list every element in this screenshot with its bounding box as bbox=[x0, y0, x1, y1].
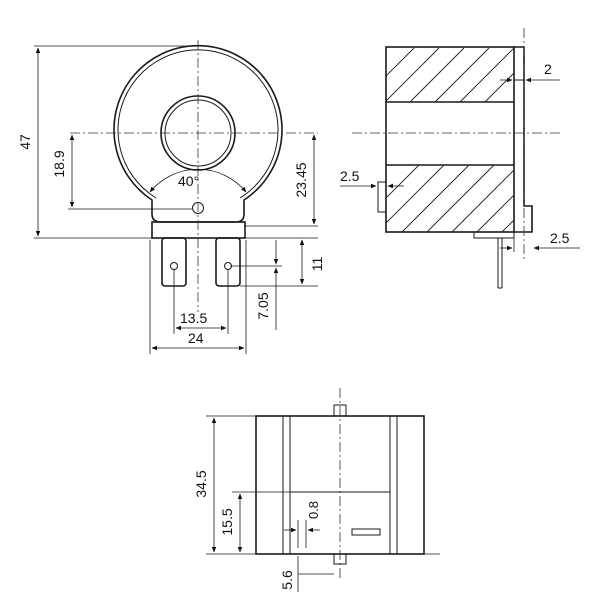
dim-23-45: 23.45 bbox=[293, 162, 309, 197]
dim-24: 24 bbox=[188, 330, 204, 346]
terminal-left-hole bbox=[170, 262, 178, 270]
dim-15-5: 15.5 bbox=[219, 508, 235, 535]
dim-7-05: 7.05 bbox=[255, 292, 271, 319]
dim-13-5: 13.5 bbox=[180, 310, 207, 326]
side-flange bbox=[514, 46, 533, 233]
dim-0-8: 0.8 bbox=[306, 501, 321, 519]
dim-2-5-right: 2.5 bbox=[550, 230, 570, 246]
dim-18-9: 18.9 bbox=[51, 150, 67, 177]
dim-34-5: 34.5 bbox=[193, 470, 209, 497]
dim-5-6: 5.6 bbox=[279, 570, 295, 590]
base-block bbox=[151, 221, 246, 239]
bottom-view: 34.5 15.5 0.8 5.6 bbox=[193, 388, 440, 592]
section-body bbox=[385, 46, 515, 233]
dim-40-deg: 40° bbox=[178, 173, 199, 189]
dim-2: 2 bbox=[544, 61, 552, 77]
slot bbox=[351, 528, 381, 536]
dim-11: 11 bbox=[309, 257, 325, 272]
dim-47: 47 bbox=[17, 134, 33, 150]
front-view: 47 18.9 23.45 40° 11 7.05 13.5 24 bbox=[17, 40, 325, 354]
dim-2-5-left: 2.5 bbox=[340, 168, 360, 184]
side-section-view: 2 2.5 2.5 bbox=[340, 28, 580, 289]
